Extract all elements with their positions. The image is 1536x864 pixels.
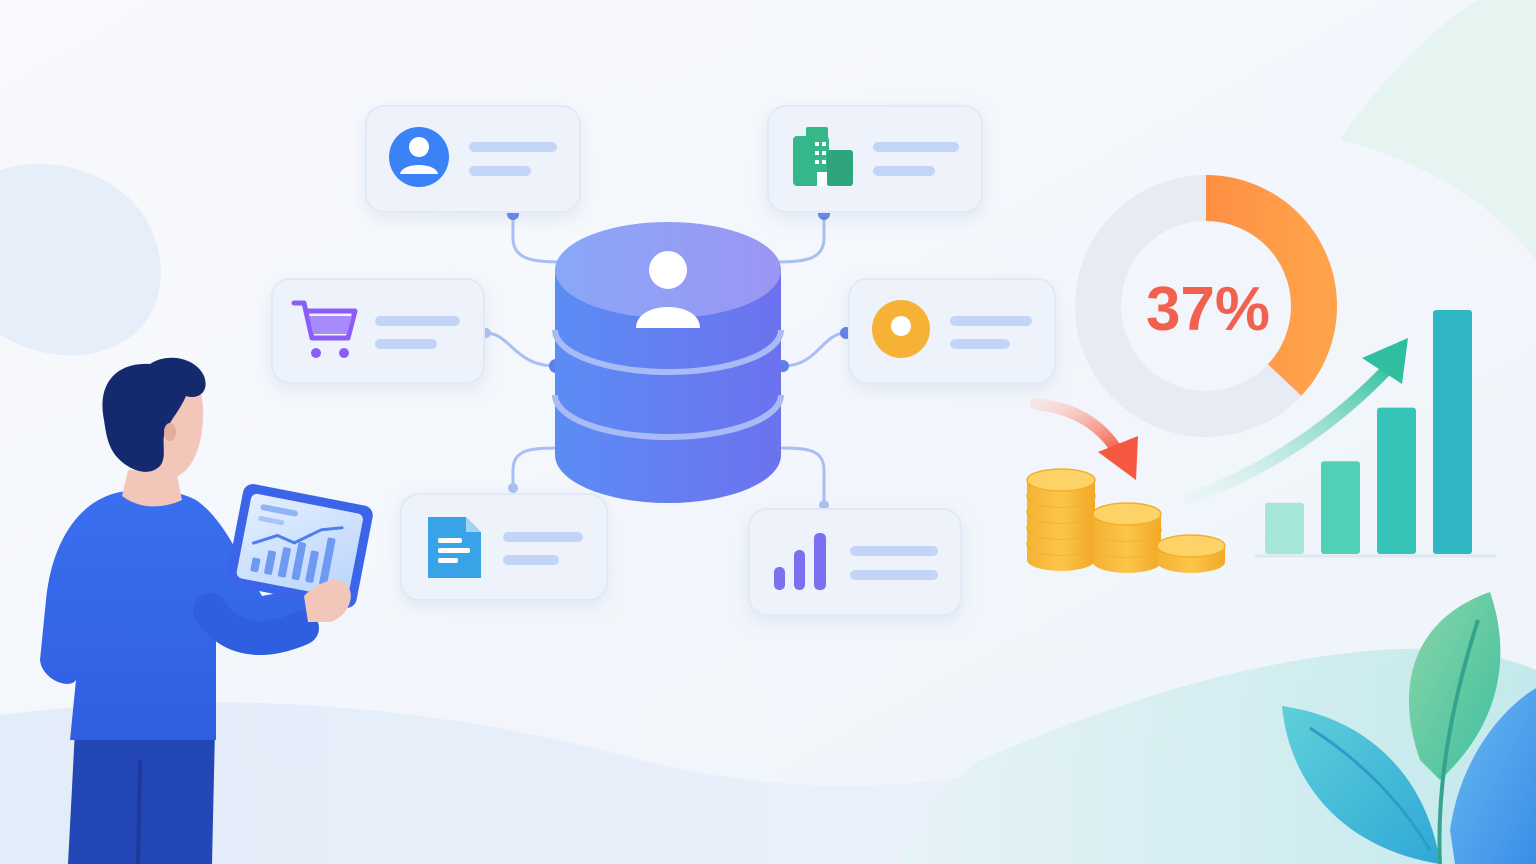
donut-fill [1075,175,1337,437]
donut-percentage-label: 37% [1146,275,1270,344]
document-icon [428,517,481,578]
coin-top [1026,468,1096,492]
database-cylinder [552,222,784,503]
card-chart [748,508,962,616]
growth-bar [1321,461,1360,554]
building-icon [793,127,853,186]
growth-bar [1377,407,1416,554]
person [40,357,373,864]
connector-document [511,446,558,492]
connector-building [776,212,826,264]
plant-leaf-right [1450,688,1536,864]
tablet [226,484,373,608]
connector-chart [780,446,826,507]
donut-chart: 37% [1075,175,1337,437]
location-pin-icon [872,300,930,358]
connector-location [781,331,848,368]
person-hair [102,357,206,472]
card-cart [271,278,485,384]
plant [1282,592,1536,864]
card-location [848,278,1056,384]
plant-leaf-front [1282,706,1440,864]
bar-chart-icon [774,533,826,590]
growth-bar [1265,502,1304,554]
user-icon [389,127,449,187]
coin-stacks [1026,468,1226,573]
growth-bar-chart [1265,310,1472,554]
background-blob-left [0,164,161,356]
connectors [484,212,848,507]
coin-top [1156,534,1226,558]
shopping-cart-icon [291,300,358,358]
plant-leaf-back [1408,592,1501,780]
connector-user [511,212,562,264]
background-blob-right [1340,0,1536,260]
person-pants [68,730,215,864]
data-cards [271,105,1056,616]
card-building [767,105,983,213]
growth-bar [1433,310,1472,554]
database-user-icon [636,251,700,328]
card-user [365,105,581,213]
person-shirt [40,490,318,740]
connector-cart [484,331,557,368]
growth-arrow [1184,338,1408,504]
coin-top [1092,502,1162,526]
card-document [400,493,608,601]
down-arrow [1030,398,1138,480]
